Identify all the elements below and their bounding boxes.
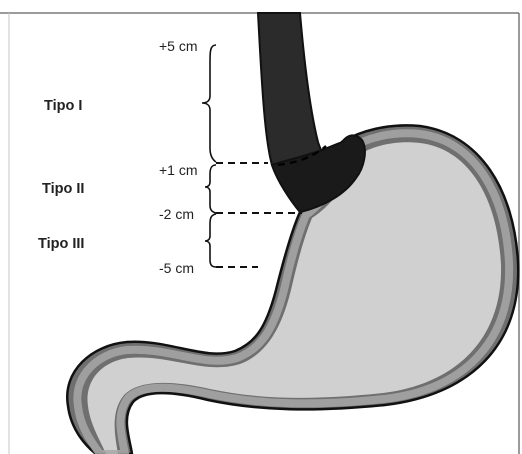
label-tipo-2: Tipo II [42,181,84,197]
marker-plus5-cm: +5 cm [159,38,198,54]
bracket-tipo3 [205,214,216,267]
label-tipo-1: Tipo I [44,98,82,114]
marker-plus1-cm: +1 cm [159,162,198,178]
bracket-tipo1 [202,45,216,162]
bracket-tipo2 [205,165,216,213]
label-tipo-3: Tipo III [38,236,84,252]
marker-minus5-cm: -5 cm [159,260,194,276]
marker-minus2-cm: -2 cm [159,206,194,222]
